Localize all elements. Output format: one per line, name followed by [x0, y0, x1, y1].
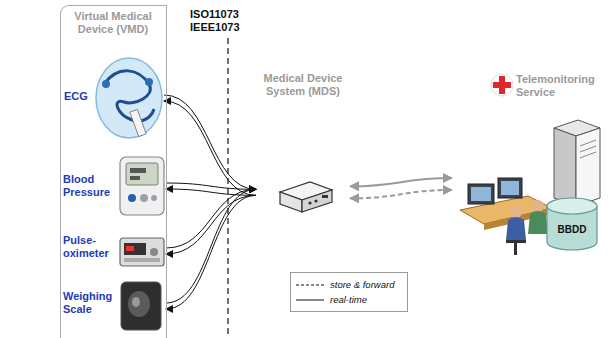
standard-label: IEEE1073 [190, 21, 240, 34]
node-label: Medical Device System (MDS) [256, 72, 350, 97]
data-link-arrow [166, 189, 256, 248]
data-link-arrow [164, 101, 256, 195]
operators-illustration [458, 148, 553, 256]
legend-row: real-time [295, 292, 403, 307]
data-link-arrow [166, 189, 256, 303]
hub-node: Medical Device System (MDS) [256, 72, 350, 217]
standard-label: ISO11073 [190, 8, 239, 21]
legend-row: store & forward [295, 277, 403, 292]
blood-pressure-illustration [118, 153, 166, 219]
node-label: Telemonitoring Service [516, 73, 606, 98]
data-link-arrow [350, 190, 452, 198]
legend-text: real-time [330, 294, 367, 305]
server-illustration [548, 118, 604, 210]
device-group-panel: Virtual Medical Device (VMD) ECG Blood Pre… [60, 5, 167, 338]
pulse-oximeter-illustration [118, 232, 166, 272]
device-node: Weighing Scale [63, 278, 166, 334]
device-node: Blood Pressure [63, 151, 166, 221]
legend-line-sample [295, 280, 325, 290]
node-label: ECG [64, 90, 94, 103]
legend-line-sample [295, 295, 325, 305]
node-label: Weighing Scale [63, 290, 117, 315]
node-label: Pulse-oximeter [63, 234, 117, 259]
device-node: Pulse-oximeter [63, 228, 166, 274]
ecg-illustration [94, 54, 164, 142]
database-node: BBDD [543, 196, 601, 252]
legend-text: store & forward [330, 279, 394, 290]
red-cross-icon [490, 73, 514, 97]
node-label: BBDD [543, 224, 601, 236]
node-label: Blood Pressure [63, 173, 117, 198]
mds-device-illustration [276, 178, 334, 216]
weighing-scale-illustration [119, 280, 163, 332]
data-link-arrow [166, 183, 256, 189]
data-link-arrow [350, 178, 452, 186]
legend-box: store & forward real-time [290, 272, 408, 312]
data-link-arrow [164, 95, 256, 189]
node-label: Virtual Medical Device (VMD) [63, 10, 163, 35]
device-node: ECG [64, 54, 164, 142]
data-link-arrow [166, 195, 256, 309]
data-link-arrow [166, 189, 256, 195]
